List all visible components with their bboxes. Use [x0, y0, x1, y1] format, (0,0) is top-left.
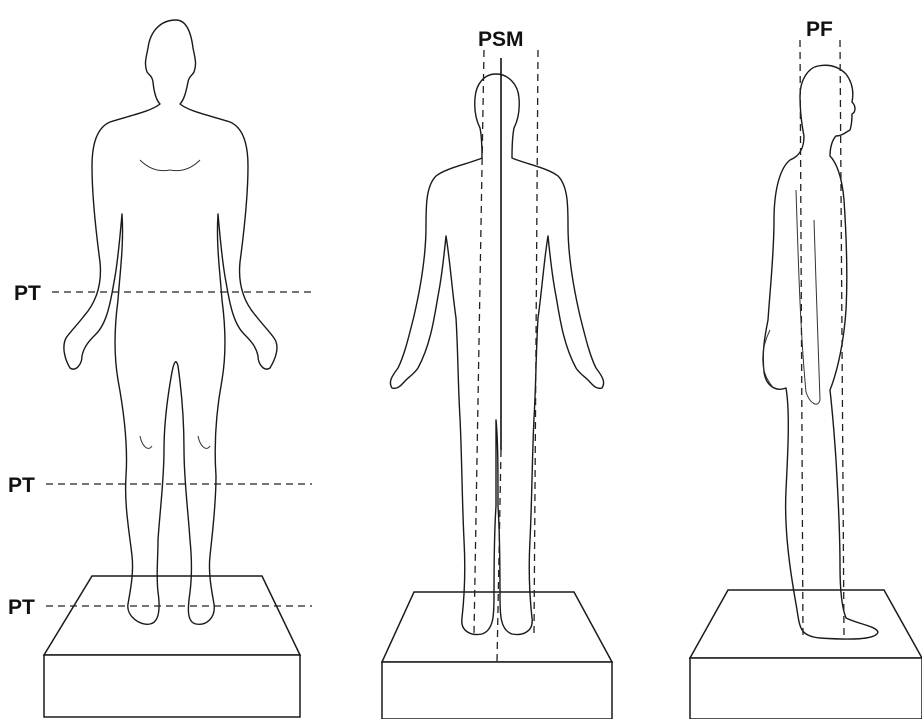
- label-pt-2: PT: [8, 474, 35, 497]
- label-pf: PF: [806, 18, 833, 41]
- body-outline-lateral: [763, 65, 878, 639]
- knee-detail: [140, 436, 210, 448]
- label-pt-3: PT: [8, 596, 35, 619]
- platform-3: [690, 590, 922, 719]
- figure-lateral: PF: [690, 18, 922, 719]
- label-pt-1: PT: [14, 282, 41, 305]
- posterior-left-dashed-line: [474, 50, 484, 634]
- figure-posterior: PSM: [382, 28, 612, 719]
- body-outline-posterior: [390, 74, 603, 634]
- lateral-arm-detail: [796, 190, 820, 404]
- body-outline-anterior: [64, 20, 277, 624]
- platform-1: [44, 576, 300, 717]
- figure-anterior: PT PT PT: [8, 20, 312, 717]
- label-psm: PSM: [478, 28, 524, 51]
- chest-detail: [140, 160, 200, 171]
